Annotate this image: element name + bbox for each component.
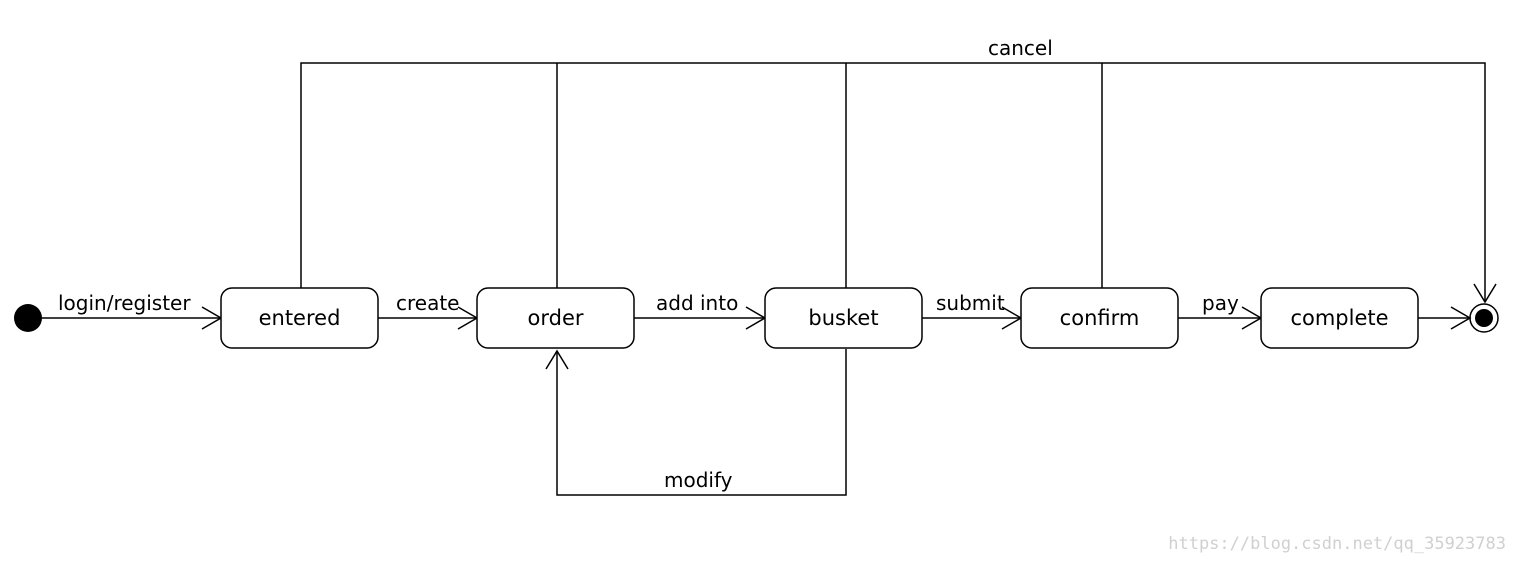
initial-state xyxy=(14,304,42,332)
modify-label: modify xyxy=(664,468,733,492)
login-register-label: login/register xyxy=(58,291,191,315)
submit-label: submit xyxy=(936,291,1005,315)
create-label: create xyxy=(396,291,460,315)
state-order: order xyxy=(476,287,635,349)
state-complete: complete xyxy=(1260,287,1419,349)
cancel-label: cancel xyxy=(988,36,1053,60)
cancel-transitions xyxy=(300,62,1497,304)
final-state xyxy=(1469,303,1499,333)
state-order-label: order xyxy=(528,306,584,330)
state-busket-label: busket xyxy=(808,306,878,330)
modify-transition xyxy=(545,349,847,496)
pay-label: pay xyxy=(1202,291,1239,315)
add-into-label: add into xyxy=(656,291,738,315)
complete-to-final-transition xyxy=(1418,306,1472,330)
state-confirm-label: confirm xyxy=(1060,306,1140,330)
state-complete-label: complete xyxy=(1290,306,1388,330)
state-confirm: confirm xyxy=(1020,287,1179,349)
state-entered-label: entered xyxy=(259,306,341,330)
state-busket: busket xyxy=(764,287,923,349)
watermark: https://blog.csdn.net/qq_35923783 xyxy=(1168,534,1506,554)
state-entered: entered xyxy=(220,287,379,349)
